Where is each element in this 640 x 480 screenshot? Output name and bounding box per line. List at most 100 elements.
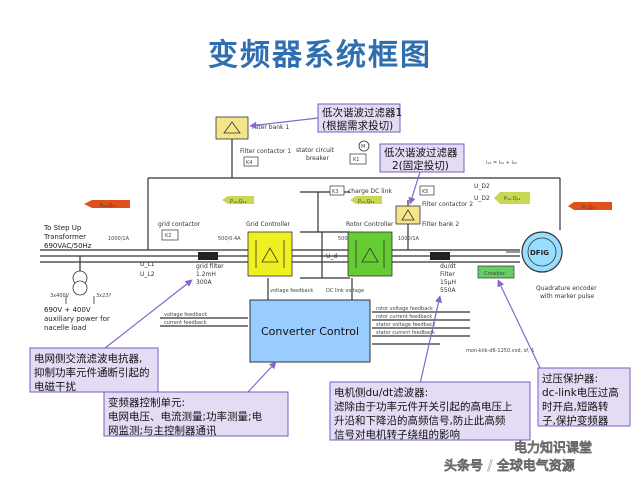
feedback-8: stator current feedback [376,330,435,336]
feedback-1: voltage feedback [164,312,207,318]
callout-dudt-line4: 信号对电机转子绕组的影响 [334,428,460,441]
grid-filter-line1: grid filter [196,263,224,270]
grid-contactor-label: grid contactor [158,221,201,228]
step-up-line3: 690VAC/50Hz [44,242,92,250]
aux-power-line1: 690V + 400V [44,306,91,314]
power-tag-stator: P₁₂,Q₁₂ [494,192,530,204]
charge-dc-link: K3 charge DC link [329,185,392,196]
current-label-4: 1000/1A [398,236,420,242]
ul2-label: U_L2 [140,271,155,278]
k2-label: K2 [165,233,171,239]
callout-ov-line3: 时开启,短路转 [542,400,609,413]
k3-label: K3 [332,189,338,195]
callout-control-unit: 变频器控制单元: 电网电压、电流测量;功率测量;电 网监测;与主控制器通讯 [103,391,289,437]
aux-power-line2: auxiliary power for [44,315,110,323]
callout-filter-bank-2: 低次谐波过滤器 2(固定投切) [379,143,465,173]
filter-bank-2: K5 Filter contactor 2 Filter bank 2 [395,185,473,228]
power-arrow-left: P₁₁,Q₁₁ [84,200,130,209]
k1-label: K1 [353,157,359,163]
dudt-line2: Filter [440,271,455,278]
aux-v2: 3x23? [96,293,112,299]
feedback-3: voltage feedback [270,288,313,294]
callout-fb2-line1: 低次谐波过滤器 [384,146,458,159]
grid-contactor: grid contactor K2 [158,221,201,241]
dudt-line3: 15μH [440,279,456,286]
dc-link-voltage: DC link voltage [326,288,364,294]
feedback-7: stator voltage feedback [376,322,436,328]
callout-ctrl-line3: 网监测;与主控制器通讯 [108,424,217,437]
dudt-line1: du/dt [440,263,456,270]
callout-fb1-line2: (根据需求投切) [322,119,393,132]
rotor-controller-label: Rotor Controller [346,221,394,228]
power-tag-right: P₂,Q₂ [582,205,595,211]
callout-dudt-line2: 滤除由于功率元件开关引起的高电压上 [334,400,513,413]
crowbar-label: Crowbar [484,271,506,277]
step-up-line2: Transformer [43,233,86,241]
callout-filter-bank-1: 低次谐波过滤器1 (根据需求投切) [317,103,402,133]
grid-controller: Grid Controller [246,221,293,277]
current-equation: i₁₂ = i₂₁ + i₂₂ [486,160,517,166]
ud-label: U_d [326,253,337,260]
dudt-line4: 550A [440,287,456,294]
power-tag-stator-text: P₁₂,Q₁₂ [504,196,521,202]
page-title: 变频器系统框图 [208,38,432,73]
step-up-transformer: To Step Up Transformer 690VAC/50Hz [43,224,92,250]
grid-filter-line3: 300A [196,279,212,286]
watermark-line1: 电力知识课堂 [514,440,592,456]
callout-ov-line2: dc-link电压过高 [542,386,619,399]
k4-label: K4 [246,160,252,166]
file-ref: mon-kilk-d6-1250.vsd, sf, 1 [466,348,534,354]
callout-dudt-line3: 升沿和下降沿的高频信号,防止此高频 [334,414,506,427]
aux-transformer: 3x400V 3x23? 690V + 400V auxiliary power… [44,270,112,332]
grid-controller-label: Grid Controller [246,221,291,228]
motor-m-label: M [361,144,365,150]
dudt-filter: du/dt Filter 15μH 550A [430,252,456,294]
k5-label: K5 [422,189,428,195]
grid-filter: grid filter 1.2mH 300A [196,252,224,286]
callout-grid-line2: 抑制功率元件通断引起的 [34,366,150,379]
watermark-line2: 头条号 / 全球电气资源 [444,458,575,474]
step-up-line1: To Step Up [43,224,82,232]
callout-grid-line3: 电磁干扰 [34,380,76,393]
converter-control: Converter Control [249,299,371,363]
charge-dc-link-label: charge DC link [348,188,392,195]
callout-grid-reactor: 电网侧交流滤波电抗器, 抑制功率元件通断引起的 电磁干扰 [29,347,159,393]
feedback-5: rotor voltage feedback [376,306,433,312]
filter-contactor-1-label: Filter contactor 1 [240,148,291,155]
stator-breaker-label-1: stator circuit [296,147,335,154]
power-tag-gc-text: P₁₂,Q₁₂ [230,199,247,205]
dfig-label: DFIG [530,249,549,257]
stator-breaker-label-2: breaker [306,155,329,162]
stator-breaker: M stator circuit breaker K1 [296,140,370,165]
grid-filter-line2: 1.2mH [196,271,216,278]
callout-ctrl-line2: 电网电压、电流测量;功率测量;电 [108,410,263,423]
power-tag-gc: P₁₂,Q₁₂ [222,196,254,205]
watermark: 电力知识课堂 头条号 / 全球电气资源 [444,440,592,474]
callout-dudt-line1: 电机侧du/dt滤波器: [334,386,428,399]
callout-dudt: 电机侧du/dt滤波器: 滤除由于功率元件开关引起的高电压上 升沿和下降沿的高频… [329,381,531,441]
encoder-line2: with marker pulse [540,293,594,300]
converter-control-label: Converter Control [261,325,359,338]
callout-ctrl-line1: 变频器控制单元: [108,396,185,409]
aux-v1: 3x400V [50,293,70,299]
dfig-generator: DFIG Quadrature encoder with marker puls… [506,231,597,300]
callout-overvoltage: 过压保护器: dc-link电压过高 时开启,短路转 子,保护变频器 [537,367,631,427]
ud2b-label: U_D2 [474,195,490,202]
encoder-line1: Quadrature encoder [536,285,597,292]
current-label-2: 500/0.4A [218,236,241,242]
callout-fb1-line1: 低次谐波过滤器1 [322,106,402,119]
current-label-1: 1000/1A [108,236,130,242]
power-tag-grid: P₁₁,Q₁₁ [100,203,117,209]
ul1-label: U_L1 [140,261,155,268]
feedback-2: current feedback [164,320,207,326]
aux-power-line3: nacelle load [44,324,86,332]
ud2-label: U_D2 [474,183,490,190]
power-tag-rc: P₂₁,Q₂₁ [350,196,382,205]
feedback-6: rotor current feedback [376,314,432,320]
callout-ov-line4: 子,保护变频器 [542,414,609,427]
power-tag-rc-text: P₂₁,Q₂₁ [358,199,375,205]
callout-ov-line1: 过压保护器: [542,372,598,385]
leader-lines [99,117,543,393]
crowbar: Crowbar [477,265,515,279]
